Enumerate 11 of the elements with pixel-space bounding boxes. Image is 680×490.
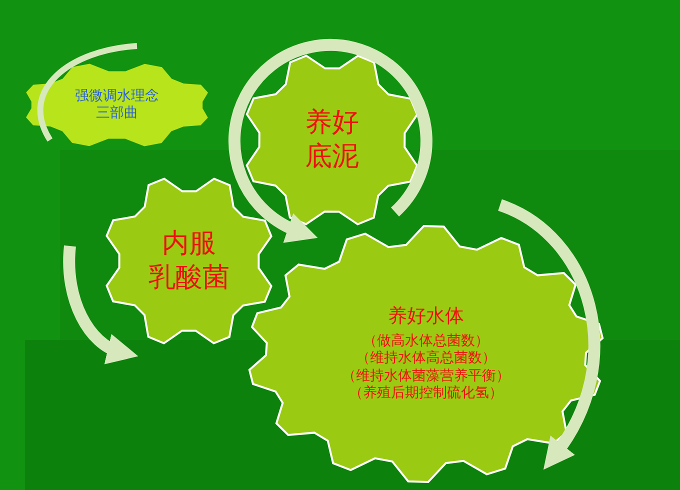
gear-note: （维持水体菌藻营养平衡）	[342, 368, 510, 385]
gear-label: 强微调水理念三部曲	[74, 88, 160, 122]
gear-note: （做高水体总菌数）	[363, 332, 489, 350]
gear-shape	[248, 226, 604, 482]
gear-note: 乳酸菌	[148, 261, 230, 295]
gear-note: （维持水体高总菌数）	[356, 350, 496, 368]
gear-label: 内服	[162, 227, 216, 261]
gear-label: 养好水体	[388, 305, 464, 329]
gear-label: 养好底泥	[304, 106, 360, 174]
gear-shape	[103, 175, 275, 347]
gear-note: （养殖后期控制硫化氢）	[349, 385, 503, 403]
